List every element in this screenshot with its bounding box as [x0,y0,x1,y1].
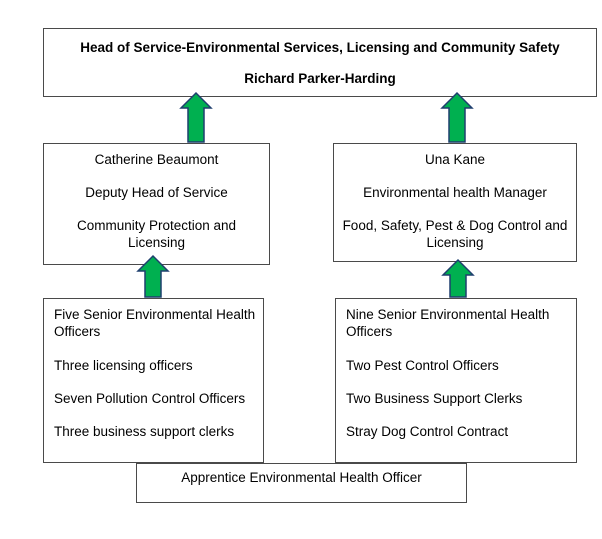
manager-area: Food, Safety, Pest & Dog Control and Lic… [342,218,568,250]
head-of-service-name: Richard Parker-Harding [244,71,396,86]
up-arrow-icon [441,258,475,298]
deputy-head-name: Catherine Beaumont [94,152,219,167]
left-team-item: Five Senior Environmental Health Officer… [54,307,256,339]
left-team-item: Seven Pollution Control Officers [54,391,246,406]
left-team-box: Five Senior Environmental Health Officer… [43,298,264,463]
head-of-service-title: Head of Service-Environmental Services, … [80,40,560,55]
right-team-box: Nine Senior Environmental Health Officer… [335,298,577,463]
right-team-item: Nine Senior Environmental Health Officer… [346,307,550,339]
right-team-item: Two Business Support Clerks [346,391,523,406]
apprentice-box: Apprentice Environmental Health Officer [136,463,467,503]
manager-role: Environmental health Manager [363,185,547,200]
right-team-item: Two Pest Control Officers [346,358,499,373]
deputy-head-role: Deputy Head of Service [85,185,228,200]
left-team-item: Three business support clerks [54,424,235,439]
apprentice-label: Apprentice Environmental Health Officer [181,470,422,485]
deputy-head-area: Community Protection and Licensing [76,218,237,250]
left-team-item: Three licensing officers [54,358,193,373]
right-team-item: Stray Dog Control Contract [346,424,509,439]
head-of-service-box: Head of Service-Environmental Services, … [43,28,597,97]
up-arrow-icon [440,91,474,143]
up-arrow-icon [136,254,170,298]
manager-name: Una Kane [424,152,486,167]
up-arrow-icon [179,91,213,143]
deputy-head-box: Catherine Beaumont Deputy Head of Servic… [43,143,270,265]
environmental-health-manager-box: Una Kane Environmental health Manager Fo… [333,143,577,262]
